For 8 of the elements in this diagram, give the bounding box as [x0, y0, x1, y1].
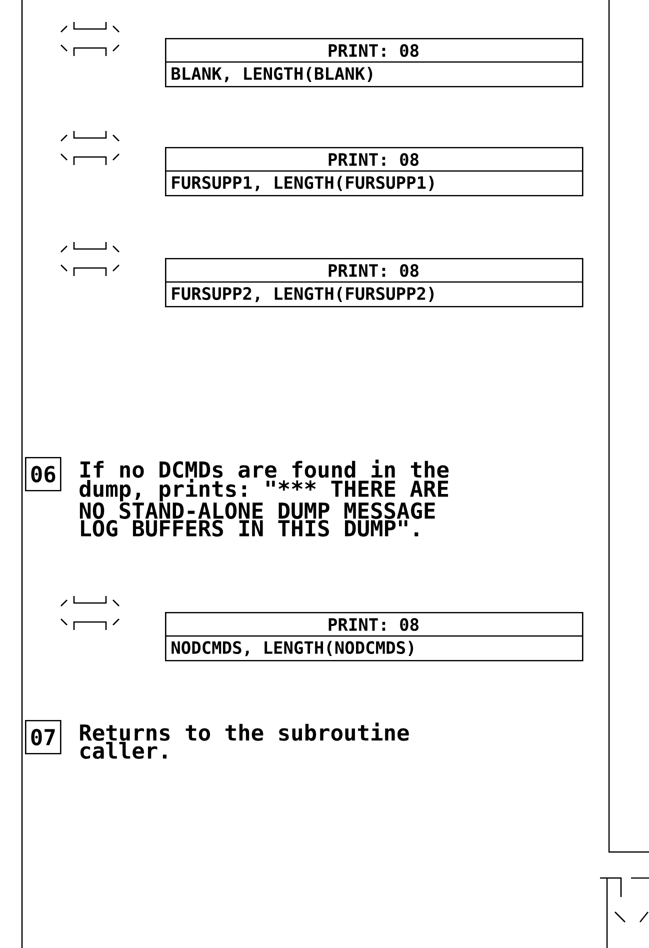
print-box: PRINT: 08 FURSUPP1, LENGTH(FURSUPP1): [165, 147, 584, 196]
print-box: PRINT: 08 NODCMDS, LENGTH(NODCMDS): [165, 612, 584, 662]
step-number-box: 06: [25, 457, 62, 492]
step-number-box: 07: [25, 720, 62, 754]
step-description: If no DCMDs are found in the dump, prints: "*** THERE ARE NO STAND-ALONE DUMP MESSAGE LOG BUFFERS IN THIS DUMP".: [80, 460, 449, 537]
print-box: PRINT: 08 FURSUPP2, LENGTH(FURSUPP2): [165, 258, 584, 308]
step-description: Returns to the subroutine caller.: [80, 722, 409, 759]
print-box: PRINT: 08 BLANK, LENGTH(BLANK): [165, 38, 584, 88]
